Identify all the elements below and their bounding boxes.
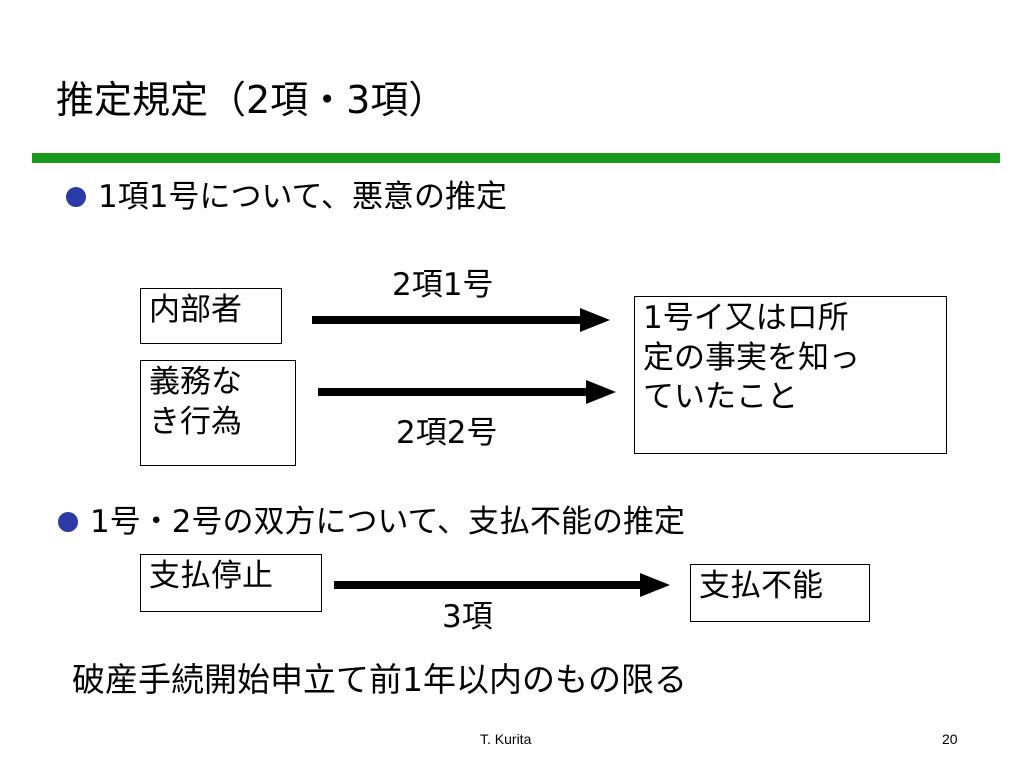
knowledge-line3: ていたこと bbox=[643, 379, 798, 416]
non-obligatory-act-line1: 義務な bbox=[149, 364, 242, 400]
suspension-of-payment-box: 支払停止 bbox=[140, 554, 322, 612]
arrow2-label: 2項2号 bbox=[396, 415, 498, 451]
title-rule bbox=[32, 153, 1000, 163]
footer-author: T. Kurita bbox=[480, 731, 532, 747]
insolvency-label: 支払不能 bbox=[699, 568, 823, 604]
footer-page-number: 20 bbox=[942, 731, 958, 747]
knowledge-box: 1号イ又はロ所 定の事実を知っ ていたこと bbox=[634, 296, 947, 454]
non-obligatory-act-box: 義務な き行為 bbox=[140, 360, 296, 466]
arrow3-label: 3項 bbox=[442, 599, 493, 635]
bullet-2: 1号・2号の双方について、支払不能の推定 bbox=[58, 505, 685, 539]
suspension-of-payment-label: 支払停止 bbox=[149, 558, 273, 594]
bullet-2-text: 1号・2号の双方について、支払不能の推定 bbox=[90, 504, 685, 540]
arrow-insider-to-knowledge bbox=[312, 308, 610, 332]
arrow-act-to-knowledge bbox=[318, 380, 616, 404]
knowledge-line1: 1号イ又はロ所 bbox=[643, 300, 849, 336]
slide-title: 推定規定（2項・3項） bbox=[56, 78, 447, 122]
insolvency-box: 支払不能 bbox=[690, 564, 870, 622]
bullet-dot-icon bbox=[66, 187, 86, 208]
note-text: 破産手続開始申立て前1年以内のもの限る bbox=[72, 660, 687, 699]
arrow1-label: 2項1号 bbox=[392, 267, 494, 303]
bullet-dot-icon bbox=[58, 512, 78, 533]
arrow-suspension-to-insolvency bbox=[334, 573, 670, 597]
insider-label: 内部者 bbox=[149, 292, 242, 328]
bullet-1-text: 1項1号について、悪意の推定 bbox=[98, 179, 507, 215]
bullet-1: 1項1号について、悪意の推定 bbox=[66, 180, 507, 214]
insider-box: 内部者 bbox=[140, 288, 282, 344]
non-obligatory-act-line2: き行為 bbox=[149, 403, 242, 440]
knowledge-line2: 定の事実を知っ bbox=[643, 339, 860, 376]
